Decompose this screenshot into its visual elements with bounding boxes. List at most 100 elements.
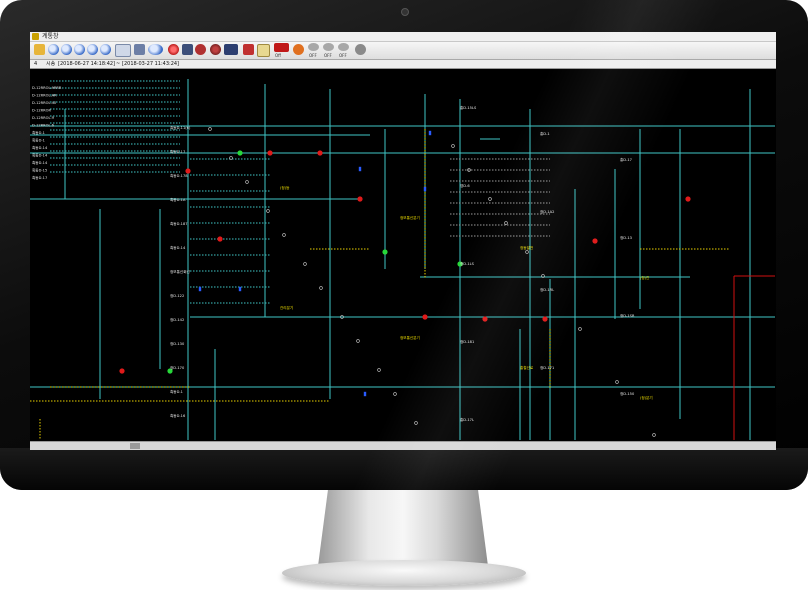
breaker-icon[interactable] — [267, 150, 273, 156]
feeder-label: 홍D-15LS — [460, 105, 477, 110]
feeder-label: D-12RROR — [32, 109, 51, 113]
node-icon — [319, 286, 323, 290]
node-icon — [525, 250, 529, 254]
node-icon — [414, 421, 418, 425]
feeder-label: 흑동D-14 — [170, 245, 186, 250]
feeder-label: 정보통신분기 — [400, 335, 420, 340]
horizontal-scrollbar[interactable] — [30, 441, 776, 450]
feeder-label: 정D-130 — [170, 341, 185, 346]
settings-icon[interactable] — [355, 44, 366, 55]
breaker-icon[interactable] — [457, 261, 463, 267]
switch-icon[interactable] — [238, 286, 242, 292]
breaker-icon[interactable] — [422, 314, 428, 320]
feeder-label: 정D-13 — [620, 235, 632, 240]
layer-icon[interactable] — [182, 44, 193, 55]
node-icon — [282, 233, 286, 237]
switch-icon[interactable] — [358, 166, 362, 172]
scrollbar-thumb[interactable] — [130, 443, 140, 449]
monitor-stand-base — [282, 560, 526, 586]
monitor-stand-neck — [318, 488, 488, 566]
open-icon[interactable] — [34, 44, 45, 55]
record-icon[interactable] — [168, 44, 179, 55]
breaker-icon[interactable] — [542, 316, 548, 322]
edit-icon[interactable] — [257, 44, 270, 57]
node-icon — [652, 433, 656, 437]
toolbar: Off OFF OFF OFF — [30, 42, 776, 60]
window-title: 계통창 — [42, 33, 59, 40]
node-icon — [340, 315, 344, 319]
toggle-off-label: OFF — [309, 53, 317, 58]
feeder-label: 정D-181 — [460, 339, 474, 344]
feeder-label: 정D-122 — [170, 293, 184, 298]
sound-icon[interactable] — [293, 44, 304, 55]
webcam — [401, 8, 409, 16]
feeder-label: 흑동D-17 — [32, 175, 47, 180]
zoom-out-icon[interactable] — [61, 44, 72, 55]
breaker-icon[interactable] — [119, 368, 125, 374]
toggle-off-icon[interactable] — [308, 43, 319, 51]
node-icon — [229, 156, 233, 160]
node-icon — [504, 221, 508, 225]
breaker-icon[interactable] — [217, 236, 223, 242]
node-icon — [377, 368, 381, 372]
breaker-icon[interactable] — [185, 168, 191, 174]
app-icon — [32, 33, 39, 40]
alarm-off-icon[interactable] — [274, 43, 289, 52]
switch-icon[interactable] — [198, 286, 202, 292]
feeder-label: 정D-1SR — [620, 313, 635, 318]
feeder-label: 정D-1LS — [460, 261, 475, 266]
node-icon — [578, 327, 582, 331]
zoom-fit-icon[interactable] — [74, 44, 85, 55]
feeder-label: 정D-1RL — [540, 287, 554, 292]
time-prefix: 시송 — [46, 61, 56, 67]
breaker-icon[interactable] — [167, 368, 173, 374]
search-dropdown-icon[interactable] — [224, 44, 238, 55]
breaker-icon[interactable] — [357, 196, 363, 202]
feeder-label: 홍D-1 — [540, 131, 550, 136]
feeder-label: 흑동D-17 — [170, 149, 185, 154]
switch-icon[interactable] — [363, 391, 367, 397]
feeder-label: 정보통신회선 — [170, 269, 190, 274]
zoom-in-icon[interactable] — [48, 44, 59, 55]
switch-icon[interactable] — [423, 186, 427, 192]
print-icon[interactable] — [243, 44, 254, 55]
breaker-icon[interactable] — [317, 150, 323, 156]
feeder-label: 정D-142 — [170, 317, 184, 322]
toggle-off-3-icon[interactable] — [338, 43, 349, 51]
switch-icon[interactable] — [428, 130, 432, 136]
node-icon — [303, 262, 307, 266]
breaker-icon[interactable] — [685, 196, 691, 202]
feeder-label: 흑동D-178 — [170, 173, 188, 178]
pan-hand-icon[interactable] — [115, 44, 131, 57]
select-icon[interactable] — [134, 44, 145, 55]
breaker-icon[interactable] — [382, 249, 388, 255]
node-icon — [356, 339, 360, 343]
feeder-label: D-12RROL.9RRR — [32, 86, 62, 90]
toggle-off-2-icon[interactable] — [323, 43, 334, 51]
feeder-label: 정보통신분기 — [400, 215, 420, 220]
time-marker: 4 — [34, 61, 38, 67]
breaker-icon[interactable] — [237, 150, 243, 156]
feeder-label: 흑동D-1A — [170, 197, 186, 202]
zoom-dropdown-icon[interactable] — [148, 44, 163, 55]
feeder-label: 흑동D-11(6) — [170, 125, 191, 130]
time-bar: 4 시송 [2018-06-27 14:18:42] ~ [2018-03-27… — [30, 60, 776, 69]
zoom-area-icon[interactable] — [87, 44, 98, 55]
feeder-label: 정D-150 — [620, 391, 635, 396]
node-icon — [266, 209, 270, 213]
feeder-label: (정)관 — [640, 275, 650, 280]
breaker-icon[interactable] — [592, 238, 598, 244]
feeder-label: 흑동D-16 — [170, 413, 186, 418]
time-end: [2018-03-27 11:43:24] — [122, 61, 180, 67]
node-icon — [488, 197, 492, 201]
feeder-label: 흑동D-1 — [170, 389, 183, 394]
feeder-label: 흑동D-1 — [32, 130, 45, 135]
breaker-icon[interactable] — [482, 316, 488, 322]
feeder-label: 흑동D-187 — [170, 221, 188, 226]
zoom-reset-icon[interactable] — [100, 44, 111, 55]
refresh-icon[interactable] — [195, 44, 206, 55]
feeder-label: (정)등 — [280, 185, 290, 190]
feeder-label: 흑동D-1 — [32, 138, 45, 143]
search-icon[interactable] — [210, 44, 221, 55]
